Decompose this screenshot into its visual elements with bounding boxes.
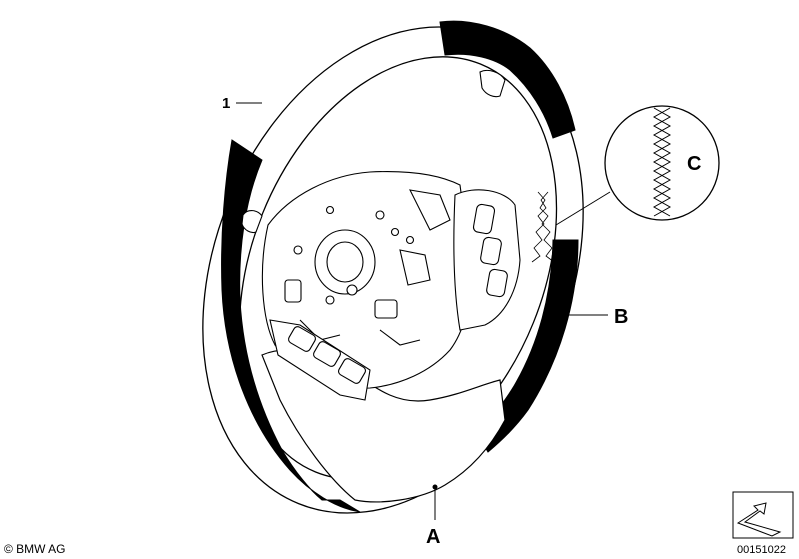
copyright-text: © BMW AG [4, 542, 66, 556]
left-button-cluster [269, 319, 371, 401]
pointer-dot-a [432, 484, 438, 490]
rim-dark-sections [221, 20, 579, 513]
rim-stitching [531, 191, 555, 263]
callout-c: C [687, 153, 701, 175]
callout-1: 1 [222, 95, 230, 112]
pointer-dot-b [563, 313, 567, 317]
orientation-arrow-icon [732, 491, 794, 539]
stitch-line [652, 107, 672, 217]
callout-b: B [614, 306, 628, 328]
callout-a: A [426, 526, 440, 548]
stitch-line [652, 107, 672, 217]
leader-line-c [555, 191, 611, 226]
stitching-detail-icon [604, 105, 720, 221]
right-button-cluster [453, 189, 521, 331]
rim-thumb-buttons [241, 69, 506, 234]
document-number: 00151022 [737, 544, 786, 556]
